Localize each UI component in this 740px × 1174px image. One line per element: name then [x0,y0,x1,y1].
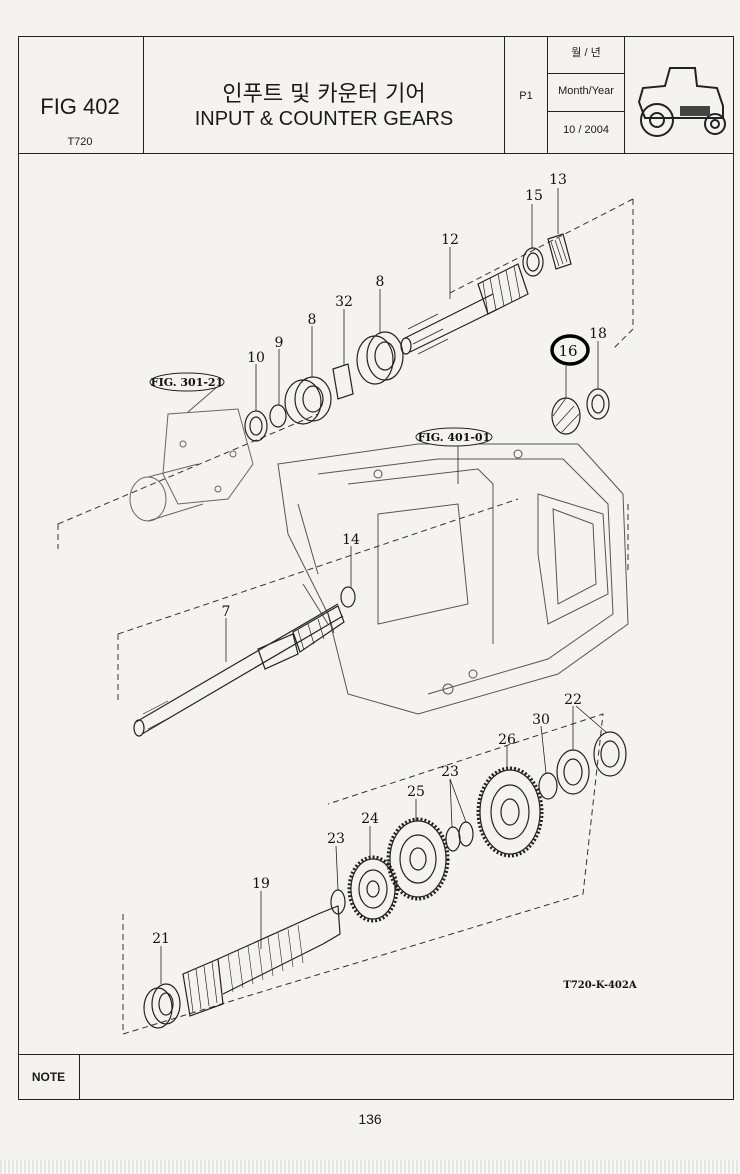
page-code: P1 [519,90,533,102]
model-code: T720 [67,136,93,148]
title-cell [144,36,505,153]
reference-tag-fig-401-01: FIG. 401-01 [415,427,493,447]
page-code-cell [505,36,548,153]
part-callout-12: 12 [441,232,459,248]
part-callout-13: 13 [549,172,567,188]
part-callout-25: 25 [407,784,425,800]
part-callouts: 13 15 12 8 32 8 9 10 18 16 14 7 22 30 26 23 25 24 23 19 21 [152,172,607,947]
reference-tag-fig-301-21: FIG. 301-21 [149,372,225,392]
part-callout-15: 15 [525,188,543,204]
title-english: INPUT & COUNTER GEARS [194,108,454,130]
note-row: NOTE [18,1054,734,1100]
part-callout-22: 22 [564,692,582,708]
title-korean: 인푸트 및 카운터 기어 [222,82,426,107]
part-callout-19: 19 [252,876,270,892]
part-callout-26: 26 [498,732,516,748]
page-frame [18,36,734,1100]
part-callout-10: 10 [247,350,265,366]
part-callout-16: 16 [558,342,577,360]
part-callout-23: 23 [327,831,345,847]
page-number: 136 [358,1111,382,1127]
drawing-code: T720-K-402A [563,980,636,991]
svg-text:FIG. 401-01: FIG. 401-01 [418,431,490,444]
part-callout-21: 21 [152,931,170,947]
exploded-parts-diagram: FIG. 301-21 FIG. 401-01 1315128328910181… [57,172,637,1035]
part-callout-14: 14 [342,532,360,548]
part-callout-8: 8 [308,312,317,328]
tractor-engine-shape [680,106,710,116]
part-callout-9: 9 [275,335,284,351]
date-label-english: Month/Year [548,74,624,112]
svg-text:FIG. 301-21: FIG. 301-21 [151,376,223,389]
highlight-circle [550,334,590,366]
date-cell [548,36,625,153]
part-callout-8: 8 [376,274,385,290]
part-callout-23: 23 [441,764,459,780]
date-label-korean: 월 / 년 [548,36,624,74]
part-callout-32: 32 [335,294,353,310]
date-value: 10 / 2004 [563,124,609,136]
note-label: NOTE [18,1055,80,1099]
part-callout-24: 24 [361,811,379,827]
part-callout-30: 30 [532,712,550,728]
header-block: FIG 402 T720 인푸트 및 카운터 기어 INPUT & COUNTE… [18,36,734,154]
tractor-icon [637,67,726,137]
scan-edge [0,1160,740,1174]
part-callout-7: 7 [222,604,231,620]
fig-number: FIG 402 [40,94,120,119]
part-callout-18: 18 [589,326,607,342]
fig-cell: FIG 402 T720 [18,36,144,153]
